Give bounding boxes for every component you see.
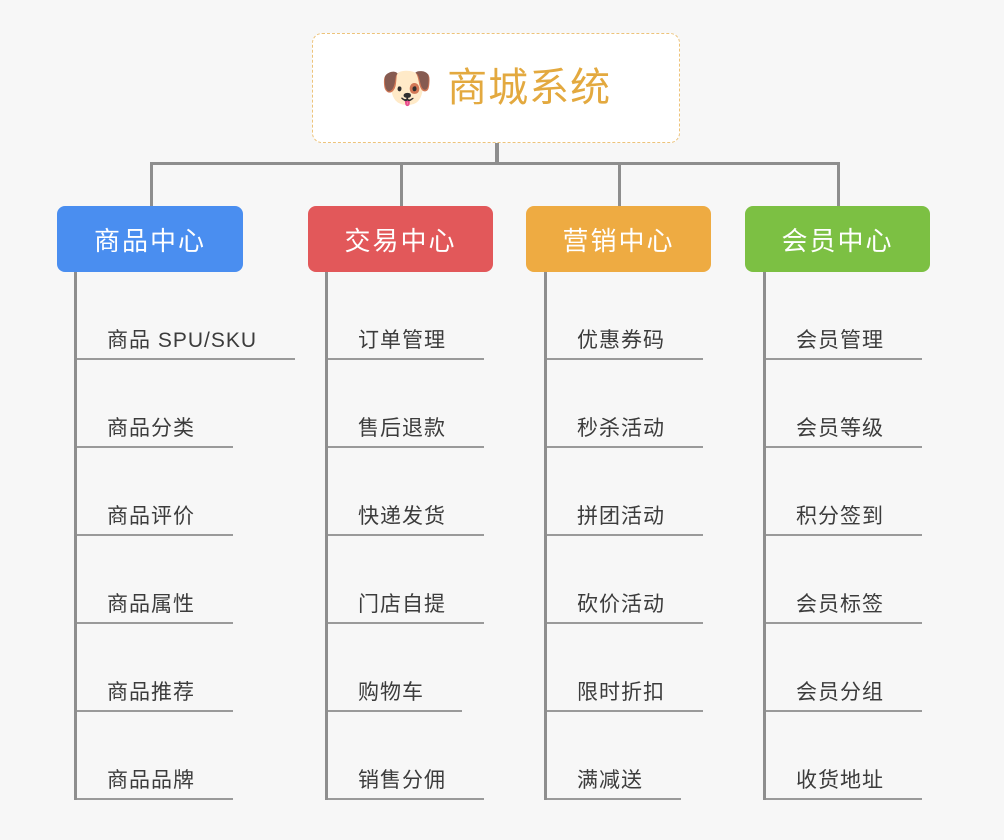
leaf-item[interactable]: 会员分组 xyxy=(766,624,922,712)
leaf-item[interactable]: 限时折扣 xyxy=(547,624,703,712)
drop-connector-4 xyxy=(837,162,840,208)
drop-connector-3 xyxy=(618,162,621,208)
leaf-trunk-2 xyxy=(325,272,328,800)
leaf-label: 会员等级 xyxy=(796,416,884,440)
leaf-label: 优惠券码 xyxy=(577,328,665,352)
leaf-label: 秒杀活动 xyxy=(577,416,665,440)
leaf-label: 砍价活动 xyxy=(577,592,665,616)
leaf-item[interactable]: 收货地址 xyxy=(766,712,922,800)
category-label-2: 交易中心 xyxy=(344,225,457,256)
dog-face-icon: 🐶 xyxy=(380,64,434,111)
leaf-list-3: 优惠券码 秒杀活动 拼团活动 砍价活动 限时折扣 满减送 xyxy=(547,272,703,800)
leaf-label: 购物车 xyxy=(358,680,424,704)
leaf-label: 收货地址 xyxy=(796,768,884,792)
category-label-4: 会员中心 xyxy=(781,225,894,256)
leaf-item[interactable]: 拼团活动 xyxy=(547,448,703,536)
leaf-trunk-4 xyxy=(763,272,766,800)
leaf-label: 商品属性 xyxy=(107,592,195,616)
leaf-label: 限时折扣 xyxy=(577,680,665,704)
leaf-label: 订单管理 xyxy=(358,328,446,352)
leaf-label: 售后退款 xyxy=(358,416,446,440)
category-label-1: 商品中心 xyxy=(93,225,206,256)
leaf-label: 商品推荐 xyxy=(107,680,195,704)
drop-connector-1 xyxy=(150,162,153,208)
root-node[interactable]: 🐶 商城系统 xyxy=(312,33,680,143)
leaf-item[interactable]: 售后退款 xyxy=(328,360,484,448)
category-label-3: 营销中心 xyxy=(562,225,675,256)
leaf-item[interactable]: 砍价活动 xyxy=(547,536,703,624)
leaf-item[interactable]: 积分签到 xyxy=(766,448,922,536)
leaf-item[interactable]: 快递发货 xyxy=(328,448,484,536)
category-box-2[interactable]: 交易中心 xyxy=(308,206,493,272)
horizontal-bus-connector xyxy=(150,162,840,165)
leaf-item[interactable]: 秒杀活动 xyxy=(547,360,703,448)
category-box-3[interactable]: 营销中心 xyxy=(526,206,711,272)
leaf-label: 销售分佣 xyxy=(358,768,446,792)
leaf-label: 满减送 xyxy=(577,768,643,792)
leaf-label: 商品 SPU/SKU xyxy=(107,328,258,352)
leaf-label: 会员分组 xyxy=(796,680,884,704)
root-title: 商城系统 xyxy=(447,66,612,110)
leaf-label: 会员管理 xyxy=(796,328,884,352)
root-stem-connector xyxy=(495,143,499,164)
leaf-label: 商品评价 xyxy=(107,504,195,528)
leaf-label: 会员标签 xyxy=(796,592,884,616)
leaf-list-1: 商品 SPU/SKU 商品分类 商品评价 商品属性 商品推荐 商品品牌 xyxy=(77,272,296,800)
leaf-item[interactable]: 商品分类 xyxy=(77,360,295,448)
leaf-list-4: 会员管理 会员等级 积分签到 会员标签 会员分组 收货地址 xyxy=(766,272,922,800)
leaf-item[interactable]: 商品 SPU/SKU xyxy=(77,272,296,360)
leaf-label: 拼团活动 xyxy=(577,504,665,528)
leaf-item[interactable]: 商品评价 xyxy=(77,448,295,536)
leaf-trunk-1 xyxy=(74,272,77,800)
leaf-item[interactable]: 商品品牌 xyxy=(77,712,295,800)
leaf-item[interactable]: 门店自提 xyxy=(328,536,484,624)
leaf-item[interactable]: 订单管理 xyxy=(328,272,484,360)
leaf-item[interactable]: 满减送 xyxy=(547,712,703,800)
leaf-item[interactable]: 优惠券码 xyxy=(547,272,703,360)
leaf-item[interactable]: 商品属性 xyxy=(77,536,295,624)
drop-connector-2 xyxy=(400,162,403,208)
leaf-label: 商品分类 xyxy=(107,416,195,440)
leaf-item[interactable]: 购物车 xyxy=(328,624,484,712)
leaf-label: 积分签到 xyxy=(796,504,884,528)
leaf-label: 商品品牌 xyxy=(107,768,195,792)
leaf-item[interactable]: 商品推荐 xyxy=(77,624,295,712)
leaf-label: 门店自提 xyxy=(358,592,446,616)
leaf-item[interactable]: 销售分佣 xyxy=(328,712,484,800)
category-box-4[interactable]: 会员中心 xyxy=(745,206,930,272)
leaf-list-2: 订单管理 售后退款 快递发货 门店自提 购物车 销售分佣 xyxy=(328,272,484,800)
leaf-item[interactable]: 会员标签 xyxy=(766,536,922,624)
category-box-1[interactable]: 商品中心 xyxy=(57,206,243,272)
leaf-trunk-3 xyxy=(544,272,547,800)
leaf-item[interactable]: 会员等级 xyxy=(766,360,922,448)
leaf-item[interactable]: 会员管理 xyxy=(766,272,922,360)
leaf-label: 快递发货 xyxy=(358,504,446,528)
